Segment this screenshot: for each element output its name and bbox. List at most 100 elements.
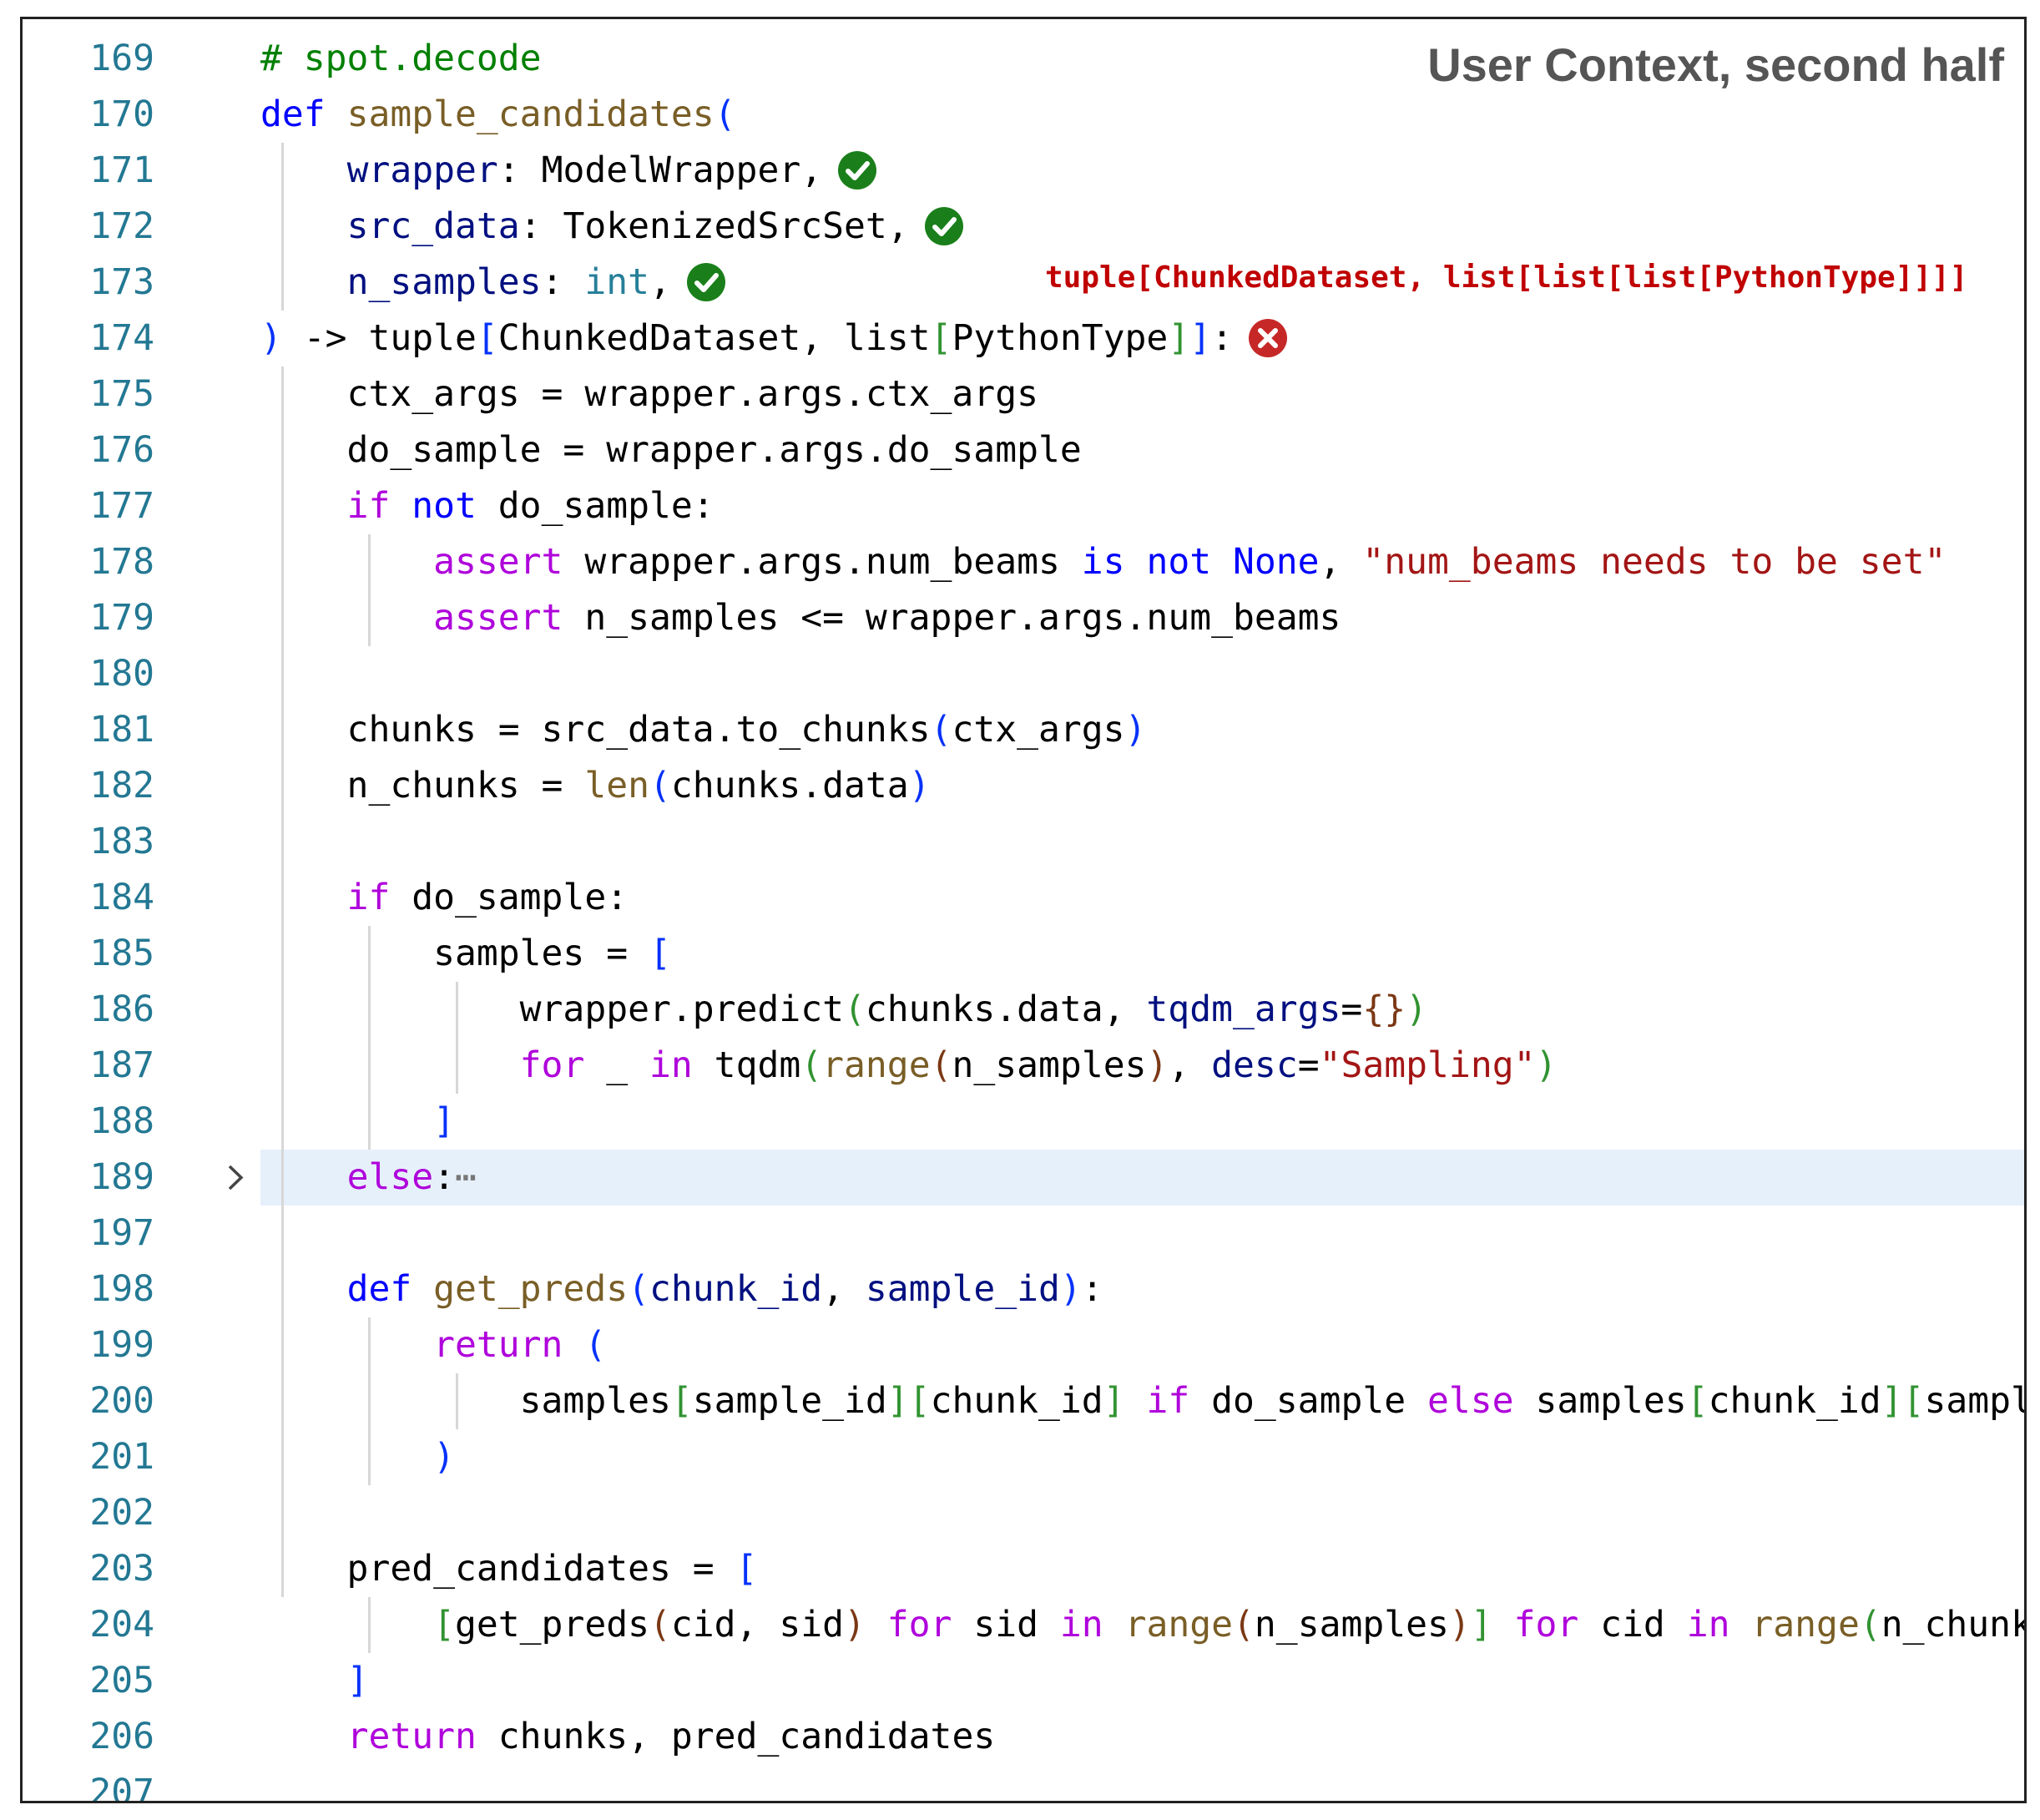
line-number: 181 bbox=[89, 709, 154, 751]
code-line[interactable]: 175 ctx_args = wrapper.args.ctx_args bbox=[23, 367, 2024, 422]
line-number: 199 bbox=[89, 1324, 154, 1366]
code-token: ] bbox=[1881, 1380, 1903, 1422]
code-line[interactable]: 199 return ( bbox=[23, 1317, 2024, 1373]
code-token: [ bbox=[930, 317, 952, 359]
line-number: 183 bbox=[89, 821, 154, 862]
code-token bbox=[1103, 1604, 1125, 1646]
code-line[interactable]: 171 wrapper: ModelWrapper, bbox=[23, 143, 2024, 199]
line-number: 186 bbox=[89, 988, 154, 1030]
code-token: ] bbox=[346, 1660, 369, 1701]
code-token: cid, sid bbox=[670, 1604, 844, 1646]
code-line[interactable]: 187 for _ in tqdm(range(n_samples), desc… bbox=[23, 1038, 2024, 1094]
line-number: 182 bbox=[89, 765, 154, 806]
code-line[interactable]: 184 if do_sample: bbox=[23, 870, 2024, 926]
line-number: 197 bbox=[89, 1212, 154, 1254]
code-line[interactable]: 178 assert wrapper.args.num_beams is not… bbox=[23, 534, 2024, 590]
code-token: range bbox=[1751, 1604, 1860, 1646]
code-token: for bbox=[886, 1604, 952, 1646]
code-line[interactable]: 207 bbox=[23, 1765, 2024, 1801]
code-line[interactable]: 200 samples[sample_id][chunk_id] if do_s… bbox=[23, 1373, 2024, 1429]
code-line[interactable]: 202 bbox=[23, 1485, 2024, 1541]
code-line[interactable]: 176 do_sample = wrapper.args.do_sample bbox=[23, 422, 2024, 478]
code-token: : bbox=[519, 205, 563, 247]
code-token: desc bbox=[1211, 1044, 1298, 1086]
line-number: 172 bbox=[89, 205, 154, 247]
code-token: chunks = src_data.to_chunks bbox=[260, 709, 931, 751]
code-token: ] bbox=[1103, 1380, 1125, 1422]
line-number: 185 bbox=[89, 933, 154, 974]
indent-guide bbox=[281, 143, 284, 311]
code-line[interactable]: 201 ) bbox=[23, 1429, 2024, 1485]
line-code: [get_preds(cid, sid) for sid in range(n_… bbox=[260, 1597, 2027, 1653]
code-token: if bbox=[1146, 1380, 1190, 1422]
code-token: , bbox=[800, 149, 823, 191]
code-token: [ bbox=[476, 317, 498, 359]
code-token bbox=[390, 485, 412, 527]
code-line[interactable]: 179 assert n_samples <= wrapper.args.num… bbox=[23, 590, 2024, 646]
code-line[interactable]: 180 bbox=[23, 646, 2024, 702]
code-line[interactable]: 174) -> tuple[ChunkedDataset, list[Pytho… bbox=[23, 311, 2024, 367]
line-number: 174 bbox=[89, 317, 154, 359]
code-line[interactable]: 205 ] bbox=[23, 1653, 2024, 1709]
code-token: ( bbox=[843, 988, 866, 1030]
code-line[interactable]: 185 samples = [ bbox=[23, 926, 2024, 982]
line-number: 180 bbox=[89, 653, 154, 695]
code-token: ) bbox=[1448, 1604, 1471, 1646]
line-code: chunks = src_data.to_chunks(ctx_args) bbox=[260, 702, 1147, 758]
code-token: n_samples bbox=[952, 1044, 1147, 1086]
code-line[interactable]: 181 chunks = src_data.to_chunks(ctx_args… bbox=[23, 702, 2024, 758]
line-number: 203 bbox=[89, 1548, 154, 1590]
code-token: ( bbox=[1859, 1604, 1881, 1646]
code-token: tqdm_args bbox=[1146, 988, 1341, 1030]
code-line[interactable]: 183 bbox=[23, 814, 2024, 870]
code-token: ) bbox=[844, 1604, 866, 1646]
code-token: : bbox=[1081, 1268, 1103, 1310]
check-circle-icon bbox=[686, 262, 726, 302]
code-line[interactable]: 186 wrapper.predict(chunks.data, tqdm_ar… bbox=[23, 982, 2024, 1038]
code-line[interactable]: 204 [get_preds(cid, sid) for sid in rang… bbox=[23, 1597, 2024, 1653]
code-token: ctx_args bbox=[952, 709, 1125, 751]
code-token: ( bbox=[649, 765, 671, 806]
code-line[interactable]: 172 src_data: TokenizedSrcSet, bbox=[23, 199, 2024, 255]
code-token: for bbox=[519, 1044, 585, 1086]
code-token: : bbox=[497, 149, 542, 191]
code-line[interactable]: 197 bbox=[23, 1206, 2024, 1261]
code-line[interactable]: 182 n_chunks = len(chunks.data) bbox=[23, 758, 2024, 814]
code-token: sample_candidates bbox=[346, 94, 715, 135]
code-token bbox=[260, 597, 433, 639]
code-token: [ bbox=[1902, 1380, 1925, 1422]
code-line[interactable]: 206 return chunks, pred_candidates bbox=[23, 1709, 2024, 1765]
code-token bbox=[260, 1604, 433, 1646]
code-token: ] bbox=[1470, 1604, 1492, 1646]
code-token: n_chunk bbox=[1881, 1604, 2027, 1646]
code-token: samples bbox=[260, 1380, 671, 1422]
code-token: , bbox=[1168, 1044, 1212, 1086]
line-number: 188 bbox=[89, 1100, 154, 1142]
code-token: chunk_id bbox=[930, 1380, 1103, 1422]
code-line[interactable]: 189 else:⋯ bbox=[23, 1150, 2024, 1206]
code-line[interactable]: 188 ] bbox=[23, 1094, 2024, 1150]
code-token bbox=[1730, 1604, 1752, 1646]
code-line[interactable]: 203 pred_candidates = [ bbox=[23, 1541, 2024, 1597]
code-token: ) bbox=[1535, 1044, 1558, 1086]
line-number: 187 bbox=[89, 1044, 154, 1086]
code-token: range bbox=[1124, 1604, 1234, 1646]
indent-guide bbox=[368, 926, 371, 1150]
code-line[interactable]: 198 def get_preds(chunk_id, sample_id): bbox=[23, 1261, 2024, 1317]
chevron-right-icon[interactable] bbox=[223, 1150, 248, 1223]
line-code: return ( bbox=[260, 1317, 606, 1373]
line-code: ] bbox=[260, 1094, 455, 1150]
code-token: if bbox=[346, 485, 391, 527]
code-line[interactable]: 169# spot.decode bbox=[23, 31, 2024, 87]
code-token bbox=[260, 541, 433, 583]
code-token: ] bbox=[1189, 317, 1212, 359]
code-token: chunk_id bbox=[649, 1268, 823, 1310]
code-token: [ bbox=[1686, 1380, 1709, 1422]
code-line[interactable]: 177 if not do_sample: bbox=[23, 478, 2024, 534]
code-line[interactable]: 173 n_samples: int, bbox=[23, 255, 2024, 311]
code-token: pred_candidates = bbox=[260, 1548, 736, 1590]
code-token: # spot.decode bbox=[260, 38, 542, 79]
code-token bbox=[260, 485, 347, 527]
